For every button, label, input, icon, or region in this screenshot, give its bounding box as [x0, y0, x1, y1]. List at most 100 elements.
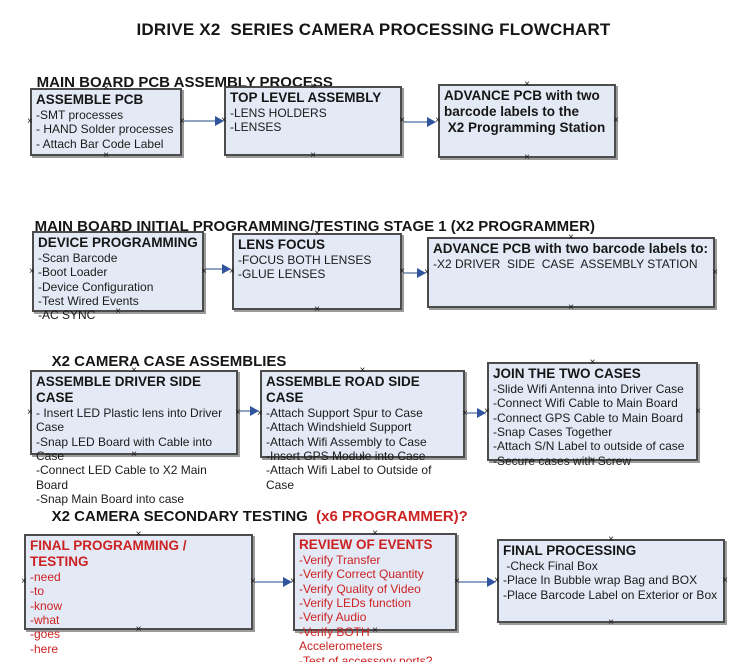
box-item: -Verify Correct Quantity: [299, 567, 424, 582]
section-header-label: MAIN BOARD INITIAL PROGRAMMING/TESTING S…: [34, 218, 595, 235]
connection-point-marker: ×: [21, 576, 27, 587]
box-item: -to: [30, 584, 45, 599]
arrow-head-icon: [487, 577, 496, 587]
box-item: -Test of accessory ports?: [299, 653, 433, 662]
box-title: ASSEMBLE PCB: [36, 92, 144, 107]
box-item: -goes: [30, 627, 61, 642]
connection-point-marker: ×: [27, 116, 33, 127]
connection-point-marker: ×: [27, 406, 33, 418]
box-item: -Attach Wifi Assembly to Case: [266, 434, 427, 449]
box-item: -here: [30, 641, 59, 656]
arrow-head-icon: [283, 577, 292, 587]
connection-point-marker: ×: [103, 150, 109, 161]
box-title: TOP LEVEL ASSEMBLY: [230, 90, 382, 105]
box-item: -FOCUS BOTH LENSES: [238, 252, 372, 267]
box-item: -Connect GPS Cable to Main Board: [493, 410, 684, 425]
arrow-driver-case-to-road-case: [240, 405, 259, 417]
arrow-assemble-pcb-to-top-level: [184, 115, 224, 127]
arrow-final-programming-to-review: [255, 576, 292, 588]
box-item: -Snap LED Board with Cable into Case: [36, 434, 216, 464]
box-item: -Verify LEDs function: [299, 596, 412, 611]
arrow-line: [255, 581, 286, 583]
box-title: ASSEMBLE DRIVER SIDE CASE: [36, 374, 205, 405]
arrow-line: [206, 268, 225, 270]
flow-box-review-of-events: REVIEW OF EVENTS -Verify Transfer -Verif…: [290, 529, 460, 662]
box-item: -Place Barcode Label on Exterior or Box: [503, 587, 718, 602]
arrow-top-level-to-advance: [404, 116, 436, 128]
arrow-line: [184, 120, 218, 122]
box-item: -Boot Loader: [38, 265, 108, 280]
box-item: -Verify BOTH Accelerometers: [299, 624, 383, 654]
page-title: IDRIVE X2 SERIES CAMERA PROCESSING FLOWC…: [136, 20, 611, 39]
box-item: -Verify Quality of Video: [299, 581, 421, 596]
box-item: -need: [30, 569, 61, 584]
flow-box-join-the-two-cases: JOIN THE TWO CASES -Slide Wifi Antenna i…: [484, 358, 701, 468]
box-title: FINAL PROCESSING: [503, 543, 637, 558]
section-header-secondary-testing: X2 CAMERA SECONDARY TESTING (x6 PROGRAMM…: [35, 491, 468, 542]
box-item: -Snap Cases Together: [493, 425, 613, 440]
section-header-initial-programming: MAIN BOARD INITIAL PROGRAMMING/TESTING S…: [18, 201, 595, 252]
section-header-label: X2 CAMERA CASE ASSEMBLIES: [51, 353, 287, 370]
arrow-lens-focus-to-advance: [404, 267, 426, 279]
box-item: -Check Final Box: [503, 558, 598, 573]
box-item: -GLUE LENSES: [238, 267, 326, 282]
arrow-road-case-to-join-cases: [467, 407, 486, 419]
flow-box-assemble-pcb: ASSEMBLE PCB -SMT processes - HAND Solde…: [27, 84, 185, 161]
box-item: -know: [30, 598, 63, 613]
arrow-head-icon: [250, 406, 259, 416]
flow-box-top-level-assembly: TOP LEVEL ASSEMBLY -LENS HOLDERS -LENSES…: [221, 82, 405, 161]
flow-box-final-programming-testing: FINAL PROGRAMMING / TESTING -need -to -k…: [21, 530, 256, 656]
flow-box-advance-pcb-programming-station: ADVANCE PCB with two barcode labels to t…: [435, 80, 619, 163]
connection-point-marker: ×: [712, 266, 718, 278]
box-item: -Snap Main Board into case: [36, 492, 185, 507]
flow-box-assemble-driver-side-case: ASSEMBLE DRIVER SIDE CASE - Insert LED P…: [27, 366, 241, 507]
flow-box-assemble-road-side-case: ASSEMBLE ROAD SIDE CASE -Attach Support …: [257, 366, 468, 492]
box-item: -LENS HOLDERS: [230, 105, 327, 120]
box-item: -Attach Support Spur to Case: [266, 405, 423, 420]
box-item: - HAND Solder processes: [36, 122, 174, 137]
flow-box-device-programming: DEVICE PROGRAMMING -Scan Barcode -Boot L…: [29, 227, 207, 323]
arrow-review-to-final-processing: [459, 576, 496, 588]
arrow-line: [240, 410, 253, 412]
connection-point-marker: ×: [314, 304, 320, 315]
arrow-head-icon: [222, 264, 231, 274]
box-item: -Attach Wifi Label to Outside of Case: [266, 463, 435, 492]
box-item: -AC SYNC: [38, 308, 96, 323]
flow-box-advance-pcb-driver-side-station: ADVANCE PCB with two barcode labels to: …: [424, 233, 718, 313]
flow-box-final-processing: FINAL PROCESSING -Check Final Box -Place…: [494, 535, 728, 628]
box-title: ASSEMBLE ROAD SIDE CASE: [266, 374, 424, 405]
connection-point-marker: ×: [29, 265, 35, 277]
arrow-head-icon: [215, 116, 224, 126]
section-header-case-assemblies: X2 CAMERA CASE ASSEMBLIES: [35, 336, 287, 387]
box-title: DEVICE PROGRAMMING: [38, 235, 198, 250]
box-item: -SMT processes: [36, 107, 124, 122]
arrow-head-icon: [417, 268, 426, 278]
flow-box-lens-focus: LENS FOCUS -FOCUS BOTH LENSES -GLUE LENS…: [229, 229, 405, 315]
box-item: -Place In Bubble wrap Bag and BOX: [503, 573, 698, 588]
box-item: -LENSES: [230, 120, 282, 135]
box-item: -X2 DRIVER SIDE CASE ASSEMBLY STATION: [433, 256, 698, 271]
connection-point-marker: ×: [695, 405, 701, 417]
connection-point-marker: ×: [608, 617, 614, 628]
box-item: - Attach Bar Code Label: [36, 136, 164, 151]
arrow-head-icon: [477, 408, 486, 418]
box-item: -Verify Transfer: [299, 552, 381, 567]
connection-point-marker: ×: [568, 302, 574, 313]
box-item: -Attach Windshield Support: [266, 420, 412, 435]
box-title: REVIEW OF EVENTS: [299, 537, 433, 552]
box-item: -Insert GPS Module into Case: [266, 449, 426, 464]
connection-point-marker: ×: [524, 152, 530, 163]
box-item: -Connect Wifi Cable to Main Board: [493, 396, 678, 411]
arrow-head-icon: [427, 117, 436, 127]
box-title: ADVANCE PCB with two barcode labels to:: [433, 241, 709, 256]
box-item: -Slide Wifi Antenna into Driver Case: [493, 381, 684, 396]
arrow-line: [404, 272, 420, 274]
arrow-device-programming-to-lens-focus: [206, 263, 231, 275]
box-item: -Secure cases with Screw: [493, 453, 632, 468]
box-title: LENS FOCUS: [238, 237, 326, 252]
box-item: -what: [30, 613, 60, 628]
section-header-label: X2 CAMERA SECONDARY TESTING: [51, 508, 312, 525]
box-item: -Connect LED Cable to X2 Main Board: [36, 463, 211, 492]
box-title: JOIN THE TWO CASES: [493, 366, 641, 381]
